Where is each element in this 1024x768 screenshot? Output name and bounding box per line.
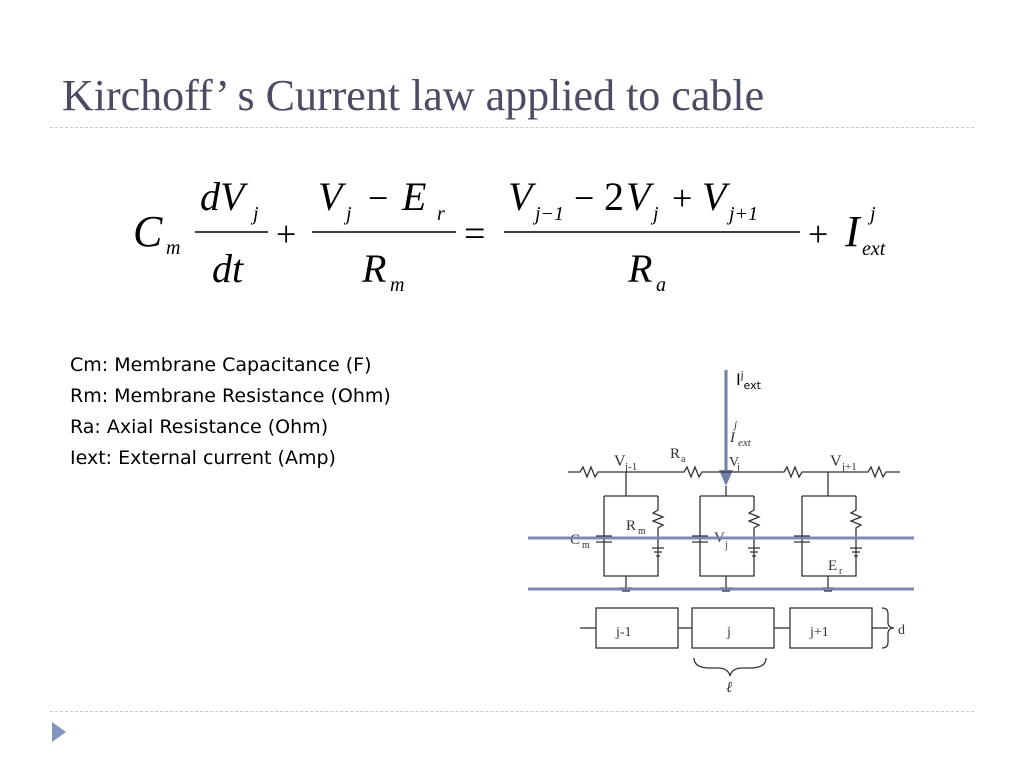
- eq-dV: dV: [200, 174, 249, 219]
- eq-two: 2: [604, 174, 624, 219]
- eq-V2-sub: j: [650, 203, 659, 225]
- label-cm: C: [570, 532, 580, 548]
- iext-label: Ijext: [736, 370, 761, 393]
- footer-divider: [50, 711, 974, 712]
- label-vj-mid-sub: j: [724, 540, 728, 551]
- eq-I-sup: j: [867, 203, 876, 225]
- node-vj: V: [729, 455, 739, 470]
- node-vjm1: V: [614, 453, 626, 470]
- symbol-legend: Cm: Membrane Capacitance (F) Rm: Membran…: [70, 350, 391, 474]
- eq-E: E: [401, 174, 426, 219]
- slide-title: Kirchoff’ s Current law applied to cable: [62, 71, 765, 120]
- node-vj-sub: j: [736, 462, 740, 473]
- eq-Rm: R: [361, 246, 386, 291]
- eq-V: V: [318, 174, 347, 219]
- legend-item-ra: Ra: Axial Resistance (Ohm): [70, 416, 329, 438]
- node-vjp1: V: [830, 453, 842, 470]
- legend-item-rm: Rm: Membrane Resistance (Ohm): [70, 385, 391, 407]
- eq-V-sub: j: [343, 203, 352, 225]
- label-cm-sub: m: [582, 540, 590, 551]
- iext-hand-sub: ext: [738, 437, 752, 449]
- legend-item-cm: Cm: Membrane Capacitance (F): [70, 354, 372, 376]
- eq-Ra: R: [627, 246, 652, 291]
- iext-arrow-head: [719, 470, 733, 486]
- length-label: ℓ: [726, 680, 732, 696]
- segment-label-mid: j: [726, 625, 731, 640]
- eq-V3: V: [702, 174, 731, 219]
- eq-I-sub: ext: [862, 238, 886, 260]
- eq-C: C: [133, 207, 163, 256]
- eq-plus-2: +: [672, 178, 692, 218]
- eq-Rm-sub: m: [390, 274, 404, 296]
- eq-V1: V: [508, 174, 537, 219]
- eq-V3-sub: j+1: [726, 203, 758, 225]
- label-rm-sub: m: [638, 526, 646, 537]
- segment-label-left: j-1: [615, 625, 632, 640]
- title-divider: [50, 127, 974, 128]
- eq-plus-1: +: [276, 214, 296, 254]
- compartment-left: [596, 472, 665, 592]
- label-rm: R: [626, 518, 636, 534]
- iext-hand-sup: j: [732, 419, 737, 431]
- cable-circuit-figure: j I ext V j-1 R a V j V j+1: [528, 362, 944, 700]
- node-vjm1-sub: j-1: [624, 461, 637, 473]
- legend-item-iext: Iext: External current (Amp): [70, 447, 336, 469]
- segment-row: [580, 607, 895, 677]
- eq-V1-sub: j−1: [532, 203, 564, 225]
- iext-hand: I: [729, 430, 736, 446]
- eq-dV-sub: j: [250, 203, 259, 225]
- play-arrow-icon[interactable]: [52, 722, 66, 742]
- eq-C-sub: m: [166, 237, 180, 259]
- eq-plus-3: +: [808, 214, 828, 254]
- axial-ra: R: [670, 446, 680, 462]
- compartment-mid: [692, 486, 761, 592]
- node-vjp1-sub: j+1: [841, 461, 857, 473]
- label-er: E: [828, 558, 837, 574]
- eq-Ra-sub: a: [656, 274, 666, 296]
- eq-minus-2: −: [574, 178, 594, 218]
- eq-E-sub: r: [437, 203, 445, 225]
- kcl-equation: C m dV j dt + V j − E r R m = V j−1 − 2 …: [100, 150, 920, 310]
- diameter-label: d: [898, 623, 905, 638]
- axial-line: [568, 465, 900, 479]
- eq-dt: dt: [212, 246, 244, 291]
- segment-label-right: j+1: [809, 625, 829, 640]
- eq-equals: =: [464, 213, 485, 255]
- axial-ra-sub: a: [681, 454, 686, 465]
- eq-minus-1: −: [368, 178, 388, 218]
- label-er-sub: r: [839, 566, 843, 577]
- eq-V2: V: [626, 174, 655, 219]
- eq-I: I: [844, 207, 862, 256]
